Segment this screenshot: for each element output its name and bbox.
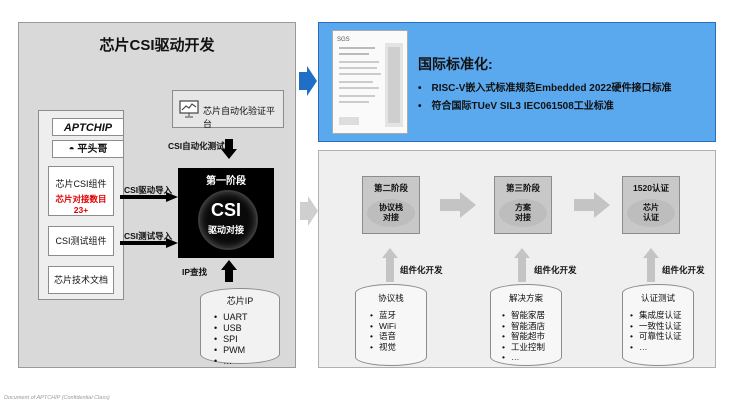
blue-right-arrow-icon [299,66,317,96]
csi-component-label: 芯片CSI组件 [55,179,107,189]
core-circle [198,190,258,250]
grey-up-arrow-icon [382,248,398,282]
list-item: WiFi [370,321,396,332]
component-dev-label: 组件化开发 [534,265,577,275]
solution-list: 智能家居 智能酒店 智能超市 工业控制 … [502,310,545,363]
cylinder-title: 认证测试 [640,293,675,303]
list-item: USB [214,323,248,334]
platform-label: 芯片自动化验证平台 [203,106,276,129]
core-title: CSI [210,200,241,220]
component-dev-label: 组件化开发 [662,265,705,275]
up-arrow-icon [221,260,237,282]
pingtouge-logo-text: 平头哥 [77,144,108,155]
certification-box: 1520认证 芯片认证 [622,176,680,234]
chip-ip-title: 芯片IP [226,296,254,306]
list-item: 智能超市 [502,331,545,342]
core-subtitle: 驱动对接 [207,225,244,235]
csi-component-box: 芯片CSI组件 芯片对接数目23+ [48,166,114,216]
list-item: 智能家居 [502,310,545,321]
list-item: 符合国际TUeV SIL3 IEC061508工业标准 [418,98,672,116]
stage-3-box: 第三阶段 方案对接 [494,176,552,234]
csi-driver-core: 第一阶段 CSI 驱动对接 [178,168,274,258]
grey-right-arrow-icon [574,192,610,218]
pingtouge-icon: ◓ [68,144,78,155]
list-item: … [214,356,248,367]
list-item: … [630,342,682,353]
cert-test-list: 集成度认证 一致性认证 可靠性认证 … [630,310,682,352]
list-item: 视觉 [370,342,396,353]
grey-up-arrow-icon [514,248,530,282]
grey-up-arrow-icon [643,248,659,282]
right-arrow-icon [120,238,178,248]
certificate-image: SGS [332,30,408,134]
list-item: SPI [214,334,248,345]
stage-label: 第一阶段 [206,176,246,187]
svg-text:SGS: SGS [337,37,350,43]
stage-core: 方案对接 [499,199,547,227]
panel-title: 芯片CSI驱动开发 [99,37,215,54]
list-item: 蓝牙 [370,310,396,321]
list-item: 工业控制 [502,342,545,353]
stage-title: 第三阶段 [505,183,540,193]
auto-test-label: CSI自动化测试 [168,141,225,151]
cylinder-title: 解决方案 [508,293,543,303]
auto-verify-platform: 芯片自动化验证平台 [172,90,284,129]
list-item: RISC-V嵌入式标准规范Embedded 2022硬件接口标准 [418,80,672,98]
list-item: 语音 [370,331,396,342]
driver-import-label: CSI驱动导入 [124,185,173,195]
list-item: 可靠性认证 [630,331,682,342]
stage-title: 第二阶段 [373,183,408,193]
test-import-label: CSI测试导入 [124,231,173,241]
list-item: 智能酒店 [502,321,545,332]
protocol-stack-list: 蓝牙 WiFi 语音 视觉 [370,310,396,352]
down-arrow-icon [221,139,237,159]
stage-core: 协议栈对接 [367,199,415,227]
grey-right-arrow-icon [300,196,318,226]
right-arrow-icon [120,192,178,202]
stage-2-box: 第二阶段 协议栈对接 [362,176,420,234]
footer-note: Document of APTCHIP (Confidential Class) [4,395,110,401]
stage-core: 芯片认证 [627,199,675,227]
list-item: UART [214,312,247,323]
cylinder-title: 协议栈 [378,293,404,303]
stage-title: 1520认证 [633,183,669,193]
chip-ip-list: UART USB SPI PWM … [214,312,248,367]
monitor-chart-icon [179,100,199,118]
grey-right-arrow-icon [440,192,476,218]
csi-count-label: 芯片对接数目23+ [55,194,107,215]
list-item: 集成度认证 [630,310,682,321]
component-dev-label: 组件化开发 [400,265,443,275]
pingtouge-logo: ◓ 平头哥 [52,140,124,158]
standard-title: 国际标准化: [418,56,493,72]
standard-list: RISC-V嵌入式标准规范Embedded 2022硬件接口标准 符合国际TUe… [418,80,672,116]
list-item: … [502,352,545,363]
aptchip-logo: APTCHIP [52,118,124,136]
list-item: 一致性认证 [630,321,682,332]
ip-lookup-label: IP查找 [182,267,208,277]
list-item: PWM [214,345,248,356]
csi-test-component-box: CSI测试组件 [48,226,114,256]
chip-docs-box: 芯片技术文档 [48,266,114,294]
